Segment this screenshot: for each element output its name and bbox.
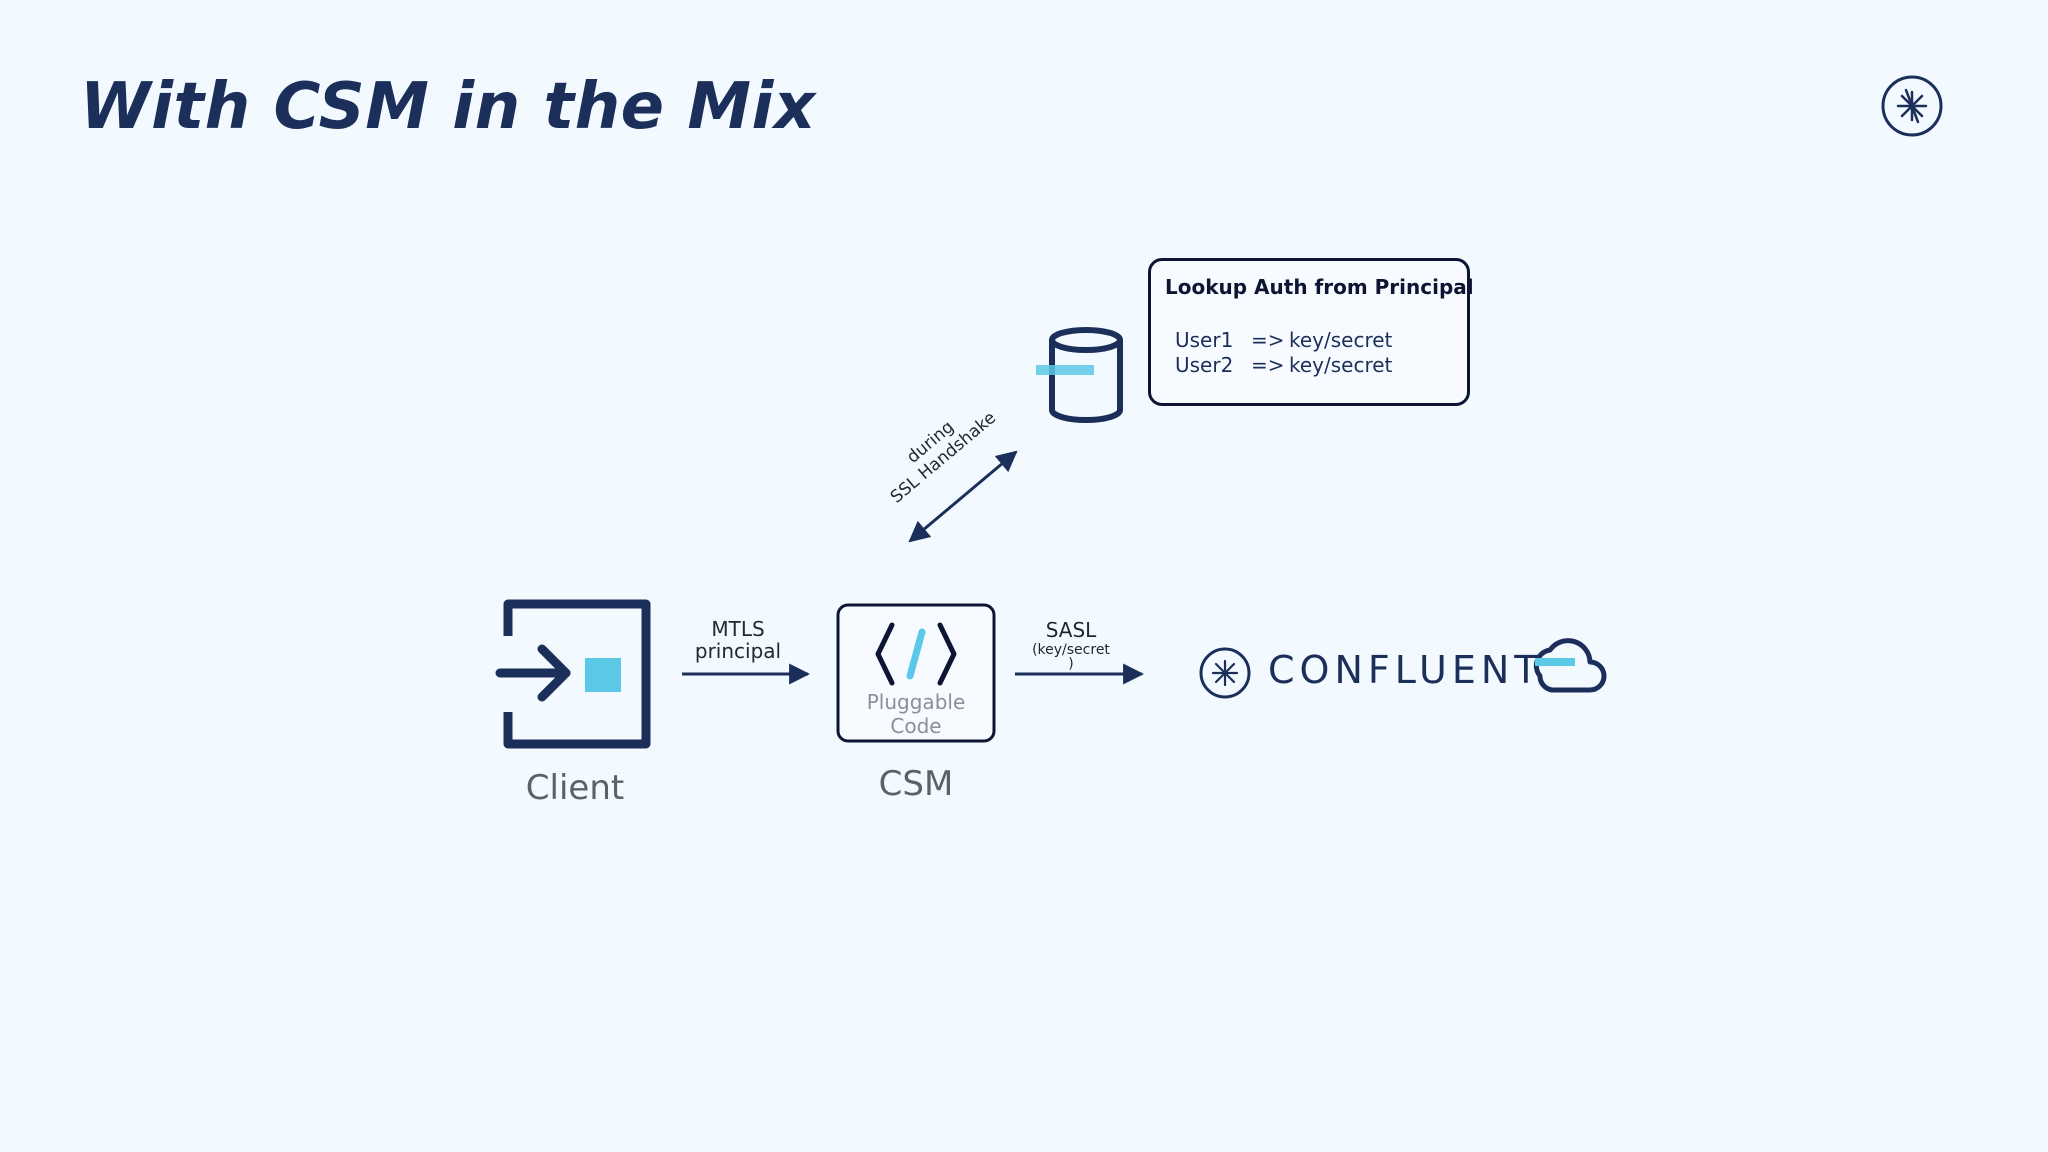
lookup-value: key/secret <box>1289 352 1393 377</box>
lookup-row: User1 => key/secret <box>1175 327 1392 352</box>
lookup-user: User1 <box>1175 327 1234 352</box>
lookup-auth-box: Lookup Auth from Principal User1 => key/… <box>1148 258 1474 406</box>
csm-label: CSM <box>878 764 954 804</box>
mtls-label-line2: principal <box>694 639 782 663</box>
slide-title: With CSM in the Mix <box>80 70 816 144</box>
lookup-value: key/secret <box>1289 327 1393 352</box>
sasl-label-line2: (key/secret <box>1032 642 1110 658</box>
mtls-label: MTLS principal <box>688 618 788 662</box>
csm-inner-label: Pluggable Code <box>838 690 994 738</box>
confluent-logo-icon <box>1199 647 1251 699</box>
confluent-wordmark: CONFLUENT <box>1268 648 1543 692</box>
csm-inner-line1: Pluggable <box>866 690 966 714</box>
client-label: Client <box>525 768 625 808</box>
database-icon <box>1036 327 1123 423</box>
client-icon <box>495 599 651 749</box>
sasl-label-line3: ) <box>1068 656 1074 672</box>
code-brackets-icon <box>875 622 957 686</box>
lookup-user: User2 <box>1175 352 1234 377</box>
lookup-rows: User1 => key/secret User2 => key/secret <box>1175 327 1392 377</box>
cloud-icon <box>1533 638 1607 693</box>
confluent-logo-icon <box>1881 75 1943 137</box>
sasl-label: SASL (key/secret ) <box>1021 618 1121 672</box>
csm-box <box>836 603 996 743</box>
sasl-label-line1: SASL <box>1045 618 1097 642</box>
mtls-label-line1: MTLS <box>711 617 765 641</box>
csm-inner-line2: Code <box>890 714 942 738</box>
lookup-arrow: => <box>1251 327 1285 352</box>
handshake-arrow <box>908 450 1018 543</box>
lookup-arrow: => <box>1251 352 1285 377</box>
lookup-title: Lookup Auth from Principal <box>1165 275 1474 299</box>
lookup-row: User2 => key/secret <box>1175 352 1392 377</box>
